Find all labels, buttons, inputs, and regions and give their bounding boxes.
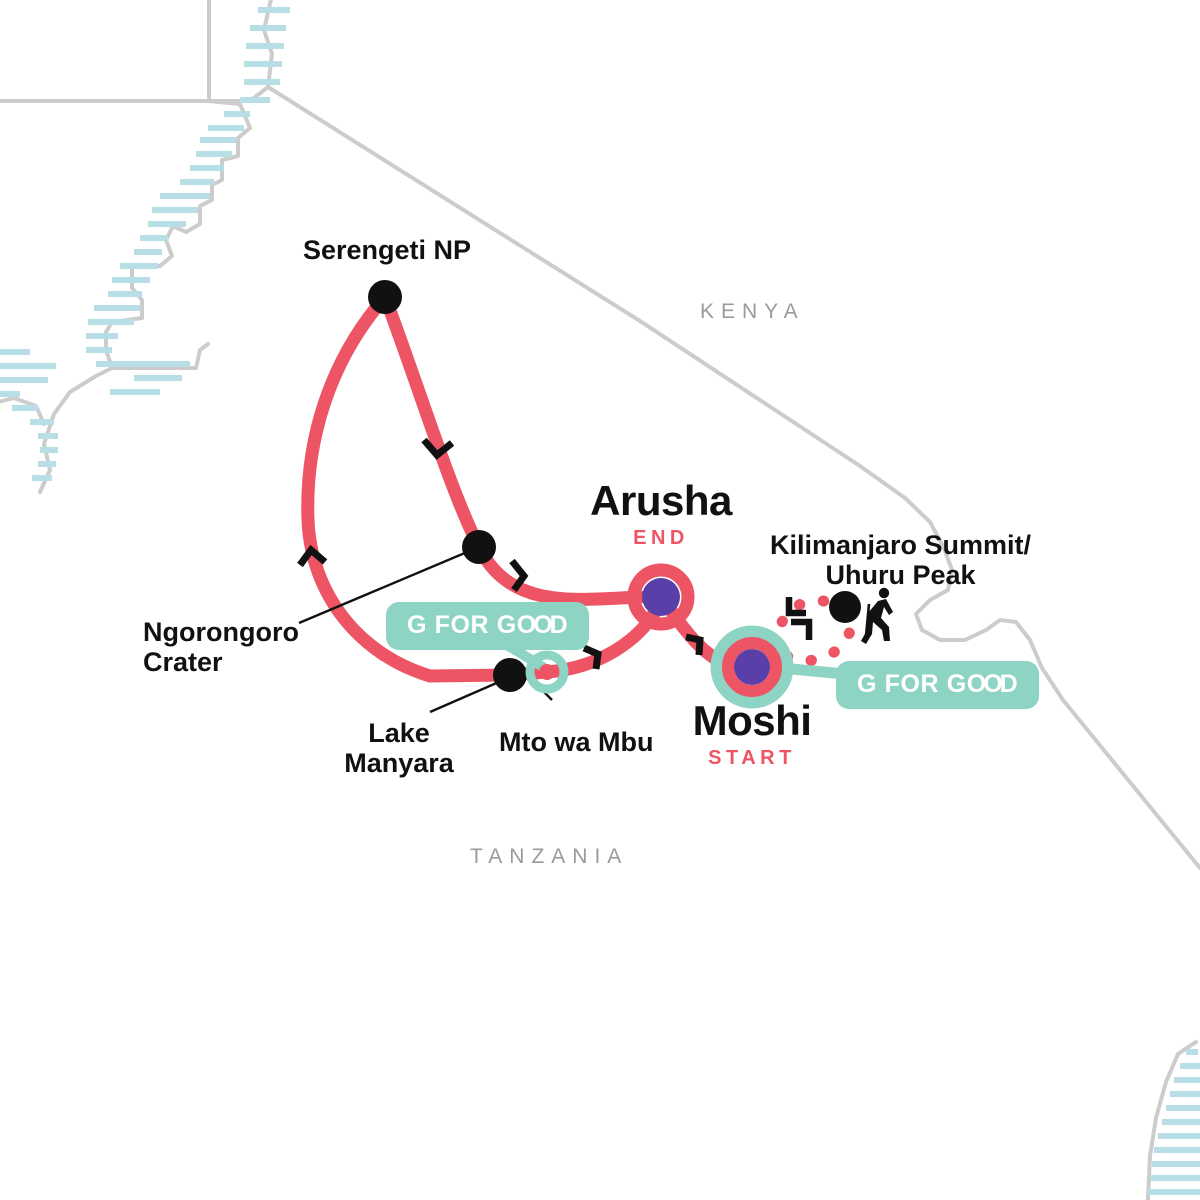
badge-text-before: G FOR G <box>407 611 517 639</box>
hiker-icon <box>861 587 893 644</box>
poi-dot-lake-manyara <box>493 658 527 692</box>
city-marker-moshi[interactable] <box>710 625 794 709</box>
poi-dot-kilimanjaro <box>829 591 861 623</box>
badge-text-after: D <box>999 670 1019 698</box>
water-hatching-southeast <box>1148 1049 1200 1195</box>
trek-direction-chevrons <box>785 597 813 640</box>
g-for-good-badge-moshi[interactable]: G FOR GOOD <box>836 661 1040 709</box>
coastline-southeast <box>1146 1040 1198 1200</box>
country-borders <box>0 0 1200 870</box>
poi-marker-mto-wa-mbu <box>525 650 569 694</box>
route-direction-chevrons <box>297 437 704 670</box>
poi-dots <box>368 280 861 692</box>
poi-dot-serengeti <box>368 280 402 314</box>
badge-text-before: G FOR G <box>857 670 967 698</box>
badge-infinity-glyph: OO <box>516 611 553 639</box>
poi-dot-ngorongoro <box>462 530 496 564</box>
water-hatching <box>0 7 290 481</box>
badge-infinity-glyph: OO <box>966 670 1003 698</box>
g-for-good-badge-mto-wa-mbu[interactable]: G FOR GOOD <box>386 602 590 650</box>
badge-text-after: D <box>549 611 569 639</box>
city-marker-arusha[interactable] <box>627 563 695 631</box>
